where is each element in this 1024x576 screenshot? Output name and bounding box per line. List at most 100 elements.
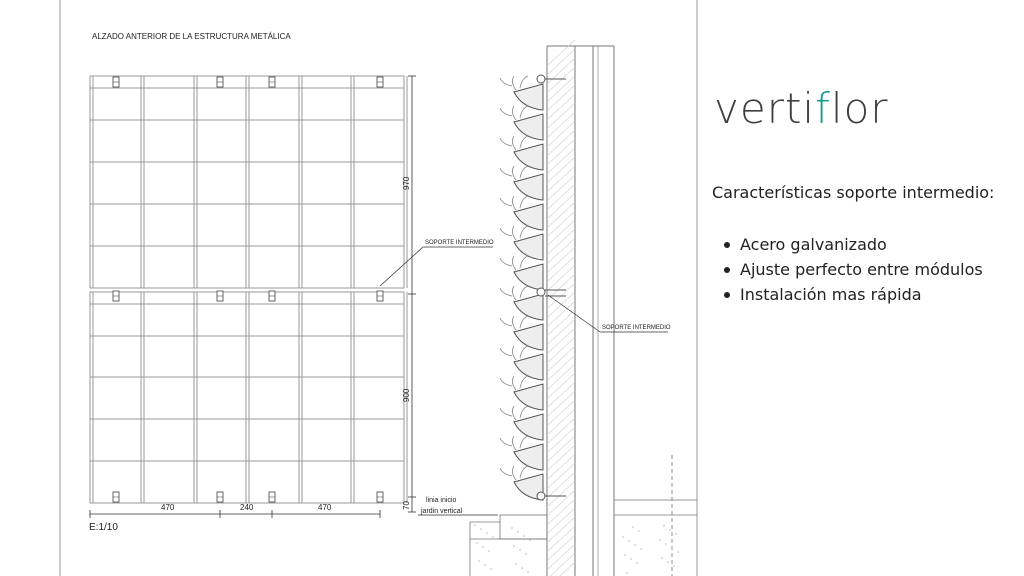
- feature-item: Ajuste perfecto entre módulos: [722, 257, 983, 282]
- concrete-dot: [486, 532, 488, 534]
- concrete-dot: [480, 528, 482, 530]
- plant-leaf: [499, 465, 529, 481]
- hatch-line: [546, 255, 576, 283]
- hatch-line: [546, 417, 576, 445]
- hatch-line: [546, 327, 576, 355]
- concrete-texture: [474, 524, 679, 574]
- plant-pocket: [513, 113, 544, 141]
- hatch-line: [546, 462, 576, 490]
- start-line-label-2: jardin vertical: [420, 508, 463, 515]
- concrete-dot: [525, 553, 527, 555]
- callout-side-label: SOPORTE INTERMEDIO: [602, 325, 671, 331]
- hatch-line: [546, 381, 576, 409]
- concrete-dot: [638, 530, 640, 532]
- hatch-line: [546, 426, 576, 454]
- grid-frame: [89, 291, 405, 504]
- drawing-scale: E:1/10: [89, 522, 118, 533]
- concrete-dot: [626, 572, 628, 574]
- plant-leaf: [499, 255, 529, 271]
- hatch-line: [546, 210, 576, 238]
- hatch-line: [546, 237, 576, 265]
- concrete-dot: [519, 549, 521, 551]
- hatch-line: [546, 534, 576, 562]
- plant-leaf: [499, 345, 529, 361]
- hatch-line: [546, 138, 576, 166]
- concrete-dot: [622, 536, 624, 538]
- plant-pocket: [513, 203, 544, 231]
- hatch-line: [546, 120, 576, 148]
- hatch-line: [546, 489, 576, 517]
- concrete-dot: [661, 557, 663, 559]
- concrete-dot: [523, 535, 525, 537]
- plant-pocket: [513, 263, 544, 291]
- hatch-line: [546, 435, 576, 463]
- plant-pocket: [513, 233, 544, 261]
- concrete-dot: [628, 540, 630, 542]
- concrete-dot: [484, 564, 486, 566]
- plant-pocket: [513, 293, 544, 321]
- hatch-line: [546, 57, 576, 85]
- front-elevation-clips: [112, 76, 384, 503]
- foundation-section: [469, 514, 548, 576]
- plant-pocket: [513, 143, 544, 171]
- hatch-line: [546, 264, 576, 292]
- concrete-dot: [636, 562, 638, 564]
- hatch-line: [546, 390, 576, 418]
- dimension-label-width-1: 470: [161, 503, 175, 512]
- concrete-dot: [492, 536, 494, 538]
- hatch-line: [559, 561, 576, 576]
- hatch-line: [546, 453, 576, 481]
- brand-logo: vertiflor: [714, 84, 889, 133]
- brand-text-accent: f: [815, 84, 831, 133]
- concrete-dot: [669, 529, 671, 531]
- front-elevation-grid: [89, 75, 408, 504]
- hatch-line: [546, 93, 576, 121]
- hatch-line: [546, 129, 576, 157]
- hatch-line: [546, 399, 576, 427]
- hatch-line: [546, 444, 576, 472]
- concrete-dot: [513, 545, 515, 547]
- start-line-label-1: linia inicio: [426, 497, 456, 504]
- concrete-dot: [488, 550, 490, 552]
- hatch-line: [546, 507, 576, 535]
- wall-section: [546, 45, 697, 576]
- hatch-line: [546, 156, 576, 184]
- plant-leaf: [499, 435, 529, 451]
- side-anchors: [536, 74, 566, 501]
- brand-text-a: verti: [714, 84, 816, 133]
- concrete-dot: [667, 561, 669, 563]
- concrete-dot: [490, 568, 492, 570]
- hatch-line: [546, 147, 576, 175]
- plant-leaf: [499, 225, 529, 241]
- concrete-dot: [632, 526, 634, 528]
- plant-leaf: [499, 105, 529, 121]
- callout-front-label: SOPORTE INTERMEDIO: [425, 240, 494, 246]
- grid-frame: [89, 75, 405, 289]
- plant-foliage: [499, 75, 529, 481]
- hatch-line: [546, 363, 576, 391]
- hatch-line: [546, 336, 576, 364]
- hatch-line: [546, 498, 576, 526]
- drawing-title: ALZADO ANTERIOR DE LA ESTRUCTURA METÁLIC…: [92, 32, 291, 41]
- plant-pocket: [513, 383, 544, 411]
- concrete-dot: [663, 525, 665, 527]
- plant-leaf: [499, 165, 529, 181]
- feature-item: Acero galvanizado: [722, 232, 983, 257]
- callout-front-leader: [379, 246, 424, 287]
- wall-hatching: [546, 39, 576, 576]
- hatch-line: [546, 66, 576, 94]
- plant-pocket: [513, 353, 544, 381]
- hatch-line: [546, 345, 576, 373]
- features-list: Acero galvanizado Ajuste perfecto entre …: [722, 232, 983, 307]
- hatch-line: [549, 552, 576, 576]
- plant-pocket: [513, 83, 544, 111]
- concrete-dot: [659, 539, 661, 541]
- feature-item: Instalación mas rápida: [722, 282, 983, 307]
- concrete-dot: [517, 531, 519, 533]
- hatch-line: [546, 480, 576, 508]
- hatch-line: [546, 111, 576, 139]
- concrete-dot: [511, 527, 513, 529]
- concrete-dot: [634, 544, 636, 546]
- hatch-line: [546, 354, 576, 382]
